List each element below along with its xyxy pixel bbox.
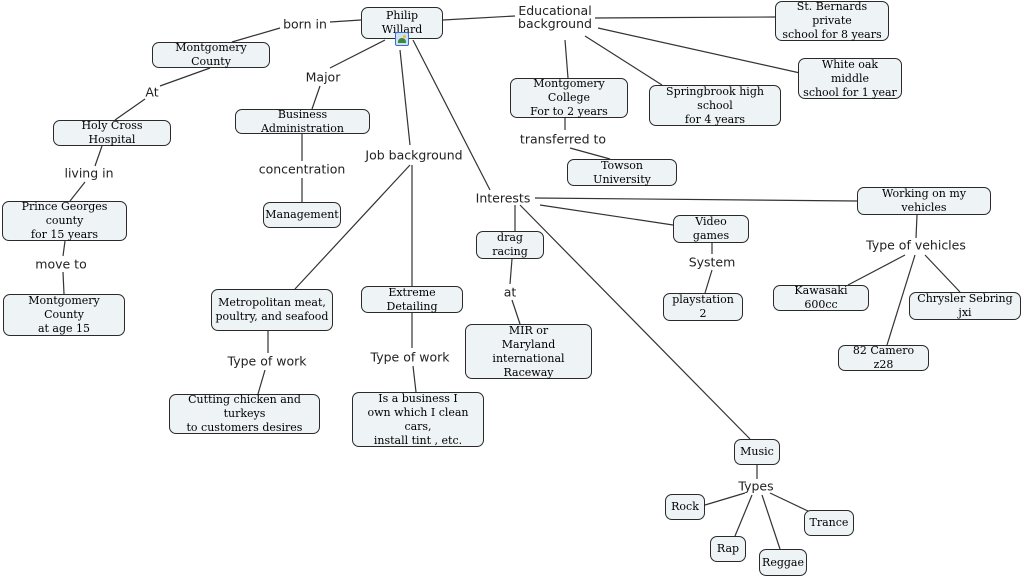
linking-phrase-at1[interactable]: At [144, 84, 160, 100]
connector-line [584, 35, 663, 86]
connector-line [847, 254, 906, 286]
concept-ps2[interactable]: playstation 2 [663, 293, 743, 321]
connector-line [159, 67, 211, 87]
concept-mc[interactable]: Montgomery County [152, 41, 270, 68]
concept-cut[interactable]: Cutting chicken and turkeys to customers… [169, 393, 320, 434]
concept-wo[interactable]: White oak middle school for 1 year [798, 58, 902, 99]
connector-line [509, 258, 513, 285]
connector-line [329, 39, 386, 69]
concept-pg[interactable]: Prince Georges county for 15 years [2, 200, 127, 241]
connector-line [769, 492, 811, 513]
connector-line [62, 271, 65, 295]
concept-cam[interactable]: 82 Camero z28 [838, 344, 929, 371]
linking-phrase-living[interactable]: living in [63, 165, 115, 181]
connector-line [564, 39, 569, 79]
linking-phrase-int[interactable]: Interests [474, 190, 532, 206]
connector-line [924, 254, 961, 293]
connector-line [511, 299, 521, 325]
concept-chr[interactable]: Chrysler Sebring jxi [909, 292, 1021, 320]
connector-line [69, 181, 86, 202]
connector-line [734, 494, 753, 537]
connector-line [114, 98, 146, 121]
concept-biz[interactable]: Is a business I own which I clean cars, … [352, 392, 484, 447]
linking-phrase-tov[interactable]: Type of vehicles [865, 237, 967, 253]
concept-reg[interactable]: Reggae [759, 549, 807, 576]
concept-rock[interactable]: Rock [665, 494, 705, 520]
linking-phrase-major[interactable]: Major [304, 69, 342, 85]
connector-line [329, 19, 362, 23]
linking-phrase-tow1[interactable]: Type of work [226, 353, 308, 369]
linking-phrase-edu[interactable]: Educational background [517, 3, 593, 31]
connector-line [442, 15, 516, 21]
concept-sb[interactable]: Springbrook high school for 4 years [649, 85, 781, 126]
connector-line [597, 27, 801, 74]
concept-tu[interactable]: Towson University [567, 159, 677, 186]
connector-line [594, 16, 776, 19]
linking-phrase-sys[interactable]: System [687, 254, 737, 270]
image-icon[interactable] [395, 32, 409, 46]
linking-phrase-move[interactable]: move to [34, 256, 88, 272]
connector-line [519, 204, 751, 440]
concept-stb[interactable]: St. Bernards private school for 8 years [775, 0, 889, 41]
concept-rap[interactable]: Rap [710, 536, 746, 562]
linking-phrase-at2[interactable]: at [502, 284, 518, 300]
concept-mir[interactable]: MIR or Maryland international Raceway [465, 324, 592, 379]
connector-line [294, 164, 411, 290]
connector-line [94, 145, 103, 167]
connector-line [231, 27, 281, 43]
linking-phrase-tow2[interactable]: Type of work [369, 349, 451, 365]
concept-mca[interactable]: Montgomery County at age 15 [3, 294, 125, 336]
connector-line [915, 214, 918, 239]
linking-phrase-job[interactable]: Job background [364, 147, 464, 163]
concept-wv[interactable]: Working on my vehicles [857, 187, 991, 215]
connector-line [886, 254, 916, 346]
concept-vg[interactable]: Video games [673, 215, 749, 243]
concept-ext[interactable]: Extreme Detailing [361, 286, 463, 313]
linking-phrase-bornin[interactable]: born in [282, 16, 328, 32]
concept-mg[interactable]: Management [263, 202, 341, 228]
concept-kaw[interactable]: Kawasaki 600cc [773, 284, 869, 311]
connector-line [257, 369, 266, 395]
linking-phrase-conc[interactable]: concentration [257, 161, 347, 177]
linking-phrase-trans[interactable]: transferred to [518, 131, 608, 147]
connector-line [704, 492, 746, 506]
concept-mus[interactable]: Music [734, 439, 780, 465]
connector-line [62, 240, 66, 257]
connector-line [412, 365, 417, 393]
connector-line [412, 39, 491, 191]
connector-line [569, 147, 611, 160]
concept-metro[interactable]: Metropolitan meat, poultry, and seafood [211, 289, 333, 331]
concept-ba[interactable]: Business Administration [235, 108, 370, 135]
concept-tra[interactable]: Trance [804, 510, 854, 536]
concept-hch[interactable]: Holy Cross Hospital [53, 119, 171, 146]
connector-line [539, 204, 674, 226]
connector-line [704, 269, 713, 294]
concept-mcol[interactable]: Montgomery College For to 2 years [510, 77, 628, 118]
linking-phrase-types[interactable]: Types [737, 478, 775, 494]
connector-line [761, 494, 781, 550]
connector-line [311, 85, 321, 110]
connector-line [399, 49, 411, 146]
concept-dr[interactable]: drag racing [476, 231, 544, 259]
connector-line [534, 197, 858, 202]
